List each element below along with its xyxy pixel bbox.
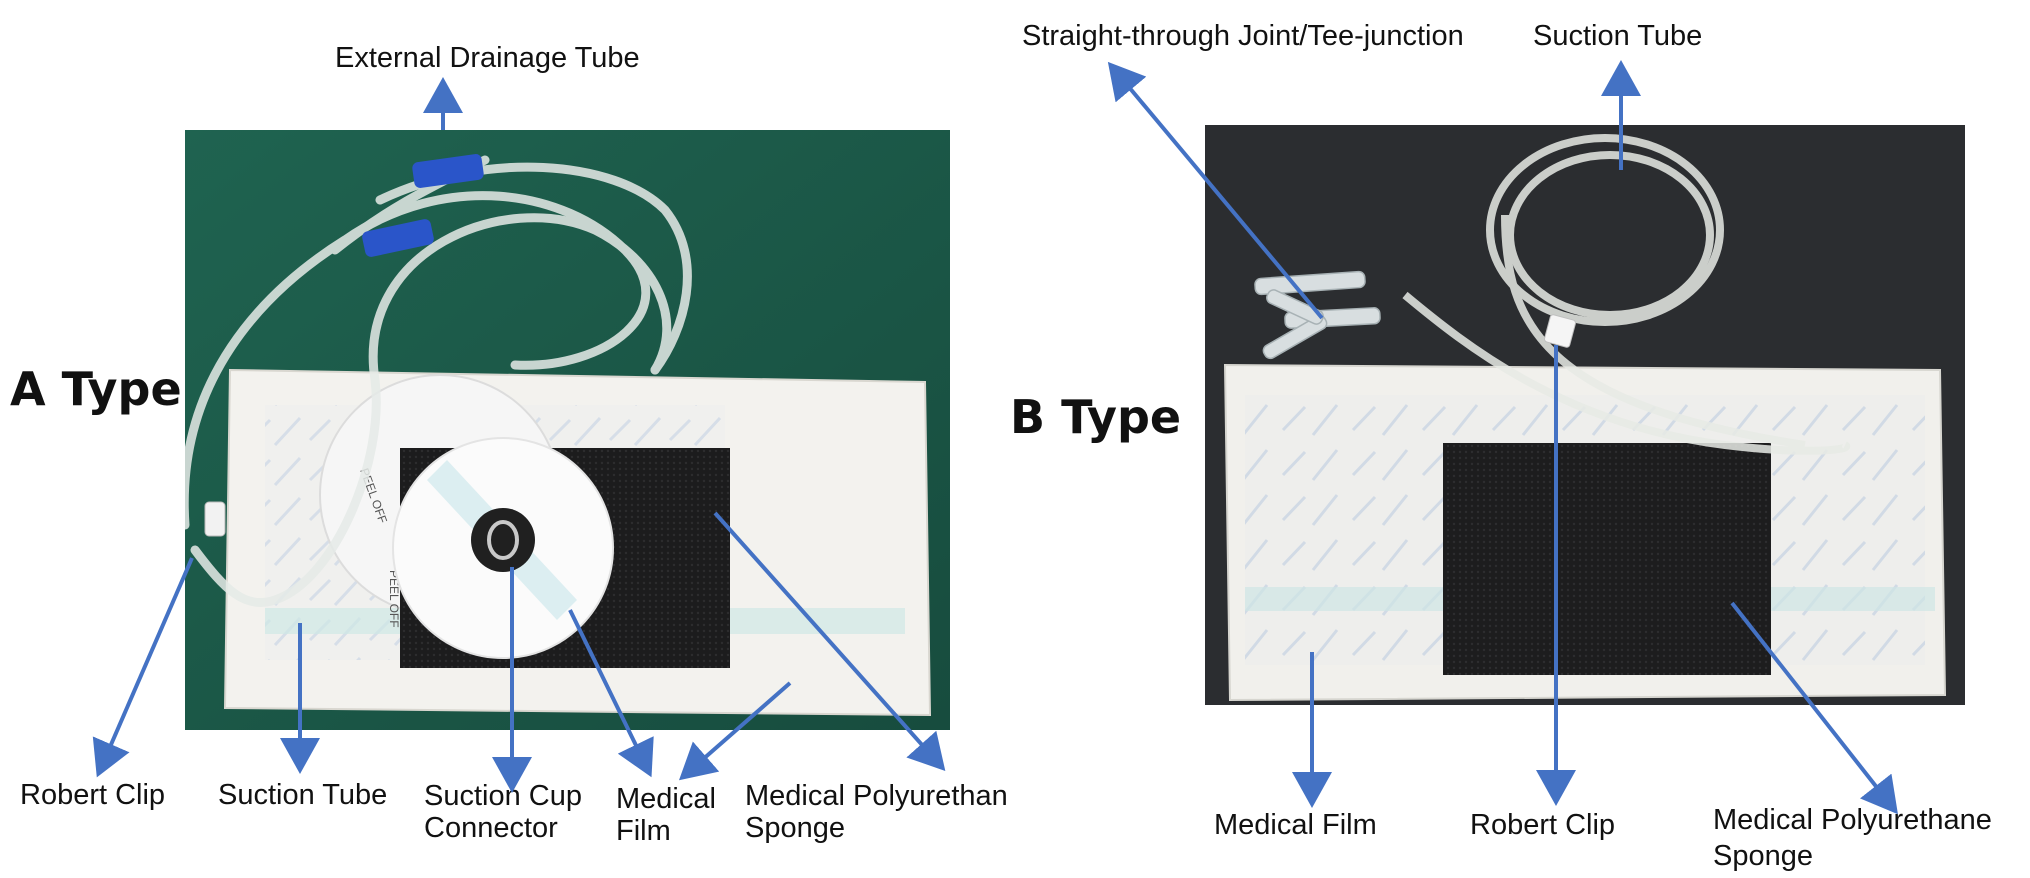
type-a-label: A Type bbox=[10, 362, 182, 416]
arrow-medical-film-a-2 bbox=[678, 681, 792, 781]
suction-cup-disk bbox=[392, 437, 614, 659]
label-suction-cup-connector-line2: Connector bbox=[424, 812, 558, 844]
arrow-sponge-a bbox=[713, 511, 946, 771]
label-straight-joint: Straight-through Joint/Tee-junction bbox=[1022, 20, 1464, 52]
label-medical-film-b: Medical Film bbox=[1214, 809, 1377, 841]
arrow-straight-joint bbox=[1107, 61, 1324, 320]
label-sponge-b-line2: Sponge bbox=[1713, 840, 1813, 872]
arrow-robert-clip-a bbox=[92, 557, 194, 778]
arrow-sponge-b bbox=[1730, 601, 1898, 815]
arrow-medical-film-a-1 bbox=[568, 609, 654, 778]
svg-text:PEEL OFF: PEEL OFF bbox=[387, 570, 401, 628]
label-clip-mask bbox=[1008, 760, 1024, 850]
label-sponge-a-line2: Sponge bbox=[745, 812, 845, 844]
label-medical-film-a-line2: Film bbox=[616, 815, 671, 847]
label-suction-tube-a: Suction Tube bbox=[218, 779, 388, 811]
label-sponge-a-line1: Medical Polyurethane bbox=[745, 780, 1024, 812]
robert-clip-a bbox=[204, 501, 226, 537]
label-external-drainage-tube: External Drainage Tube bbox=[335, 42, 640, 74]
label-medical-film-a-line1: Medical bbox=[616, 783, 716, 815]
photo-b bbox=[1205, 125, 1965, 705]
label-suction-tube-b: Suction Tube bbox=[1533, 20, 1703, 52]
robert-clip-b bbox=[1543, 314, 1577, 348]
type-b-label: B Type bbox=[1010, 390, 1182, 444]
label-sponge-b-line1: Medical Polyurethane bbox=[1713, 804, 1992, 836]
joints-b bbox=[1254, 270, 1381, 360]
label-robert-clip-b: Robert Clip bbox=[1470, 809, 1616, 841]
photo-a: PEEL OFF PEEL OFF bbox=[185, 130, 950, 730]
blue-connectors bbox=[362, 154, 484, 257]
sponge-b bbox=[1443, 443, 1771, 675]
label-robert-clip-a: Robert Clip bbox=[20, 779, 166, 811]
